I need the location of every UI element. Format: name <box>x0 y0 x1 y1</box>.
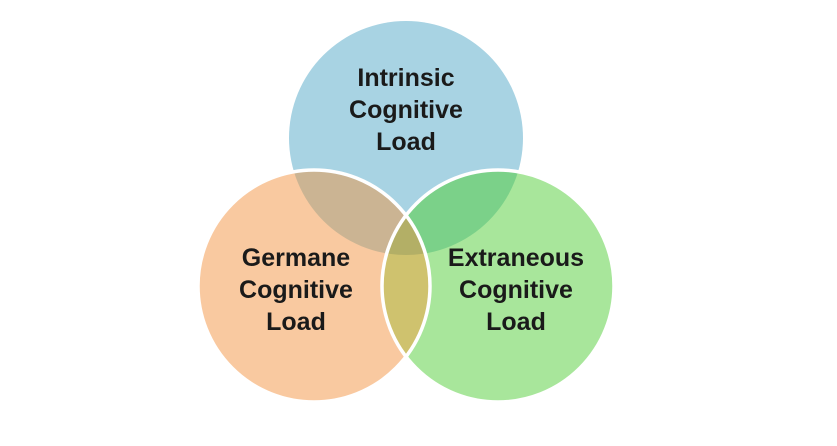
overlap-intrinsic-extraneous <box>382 170 523 255</box>
overlap-intrinsic-germane <box>289 170 430 255</box>
circle-extraneous-outline <box>380 168 616 404</box>
circle-germane-outline <box>196 168 432 404</box>
